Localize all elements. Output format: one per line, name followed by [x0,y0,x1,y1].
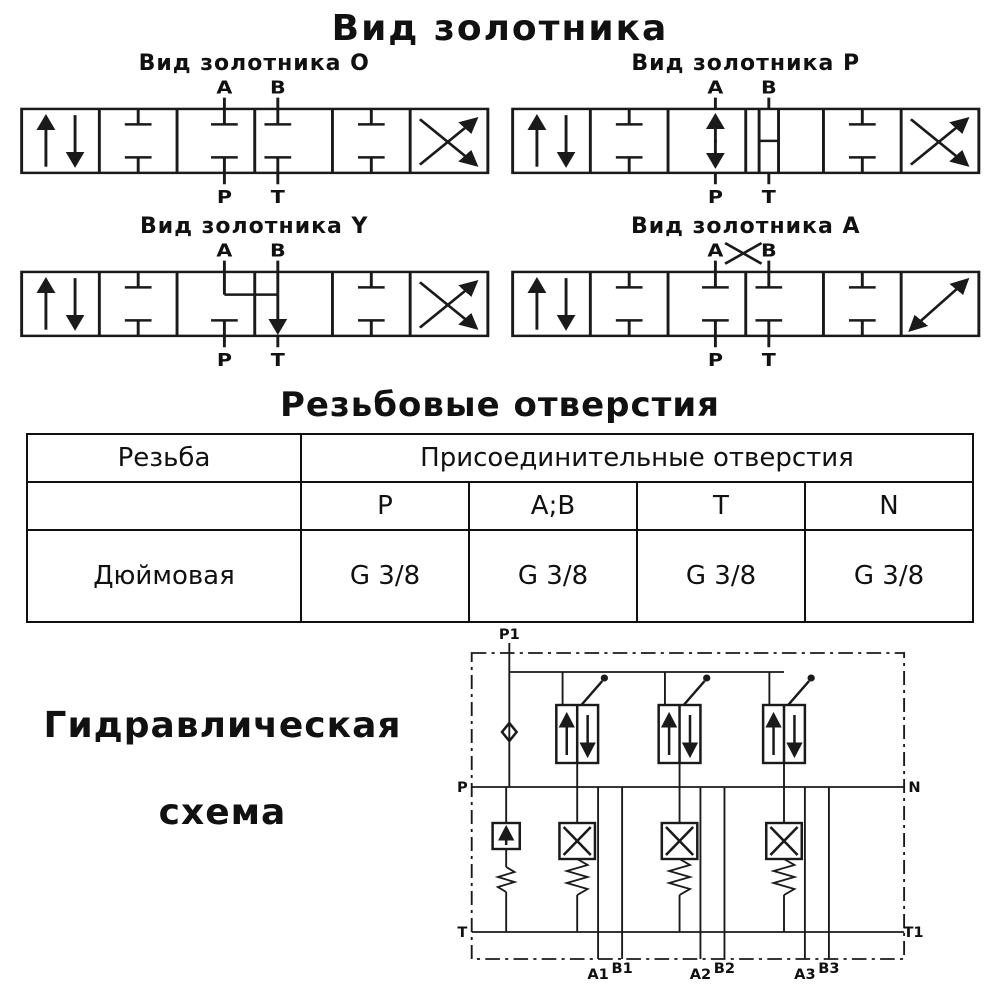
port-label-b: B [269,78,285,98]
thread-table-subheader-p: P [300,481,470,531]
valve-symbol-p: A B [511,78,981,207]
center-blocked [210,108,291,173]
valve-diagram-a: Вид золотника A A B [509,214,983,373]
spring-icon [770,858,798,932]
hydraulic-circuit: P1 P N T T1 [445,627,990,999]
cell-cross-arrows [418,117,478,167]
thread-table: Резьба Присоединительные отверстия P A;B… [26,433,974,623]
port-label-t1: T1 [903,925,923,941]
port-label-b2: B2 [714,961,735,977]
scheme-title-line2: схема [158,792,287,833]
cell-cross-arrows [909,117,970,167]
cell-parallel-arrows [527,276,576,331]
threads-section-title: Резьбовые отверстия [280,385,720,425]
center-tank-connected [210,271,287,336]
center-blocked [702,271,783,336]
valve-caption-a: Вид золотника A [630,214,861,239]
cell-parallel-arrows [527,113,576,168]
thread-table-col1-header: Резьба [26,433,302,483]
spool-diagrams: Вид золотника O A B [18,51,983,373]
port-label-t: T [762,349,776,370]
thread-table-group-header: Присоединительные отверстия [300,433,974,483]
port-label-p: P [708,186,723,207]
port-label-b: B [761,241,777,261]
lever-icon [787,680,811,706]
relief-valve [491,787,522,932]
port-label-p: P [457,780,468,796]
valve-diagram-y: Вид золотника Y A B [18,214,492,373]
lever-icon [580,680,604,706]
thread-value-n: G 3/8 [804,529,974,623]
port-label-a: A [216,241,232,261]
port-label-b1: B1 [611,961,632,977]
port-label-b3: B3 [818,961,839,977]
spring-icon [665,858,694,932]
hydraulic-scheme-section: Гидравлическая схема P1 P N T T1 [0,627,1000,999]
scheme-title-line1: Гидравлическая [43,705,402,746]
cell-single-diagonal [908,277,970,333]
port-label-a: A [216,78,232,98]
valve-caption-o: Вид золотника O [138,51,370,76]
center-pressure-connected [705,108,780,173]
thread-table-subheader-ab: A;B [468,481,638,531]
port-label-p: P [708,349,723,370]
port-label-t: T [762,186,776,207]
enclosure-frame [470,652,906,960]
port-a-blocked-cross [724,242,763,265]
port-label-a2: A2 [690,967,711,983]
thread-table-empty-cell [26,481,302,531]
port-label-p: P [216,349,231,370]
valve-section-2 [657,672,726,959]
port-label-p: P [216,186,231,207]
port-label-n: N [908,780,920,796]
port-label-a: A [707,241,723,261]
page-title: Вид золотника [331,8,669,49]
valve-section-1 [555,672,624,959]
port-label-p1: P1 [499,627,520,643]
valve-symbol-y: A B [19,241,489,370]
cell-cross-arrows [418,280,478,330]
cell-parallel-arrows [35,276,85,331]
spring-icon [563,858,591,932]
lever-icon [682,680,706,706]
check-valve [500,721,519,743]
thread-table-subheader-n: N [804,481,974,531]
valve-symbol-o: A B P [19,78,489,207]
port-label-b: B [761,78,777,98]
cell-parallel-arrows [35,113,85,168]
valve-section-3 [761,672,830,959]
thread-value-ab: G 3/8 [468,529,638,623]
port-label-a3: A3 [794,967,815,983]
thread-table-row-label: Дюймовая [26,529,302,623]
valve-caption-y: Вид золотника Y [140,214,369,239]
scheme-title: Гидравлическая схема [0,627,445,999]
valve-diagram-p: Вид золотника P A B [509,51,983,210]
valve-diagram-o: Вид золотника O A B [18,51,492,210]
thread-value-t: G 3/8 [636,529,806,623]
thread-value-p: G 3/8 [300,529,470,623]
valve-caption-p: Вид золотника P [631,51,861,76]
hydraulic-circuit-svg: P1 P N T T1 [457,627,924,983]
port-label-b: B [269,241,285,261]
port-label-a1: A1 [587,967,608,983]
thread-table-subheader-t: T [636,481,806,531]
valve-symbol-a: A B [511,241,981,370]
port-label-t: T [457,925,467,941]
port-label-t: T [270,349,284,370]
port-label-a: A [707,78,723,98]
port-label-t: T [270,186,284,207]
